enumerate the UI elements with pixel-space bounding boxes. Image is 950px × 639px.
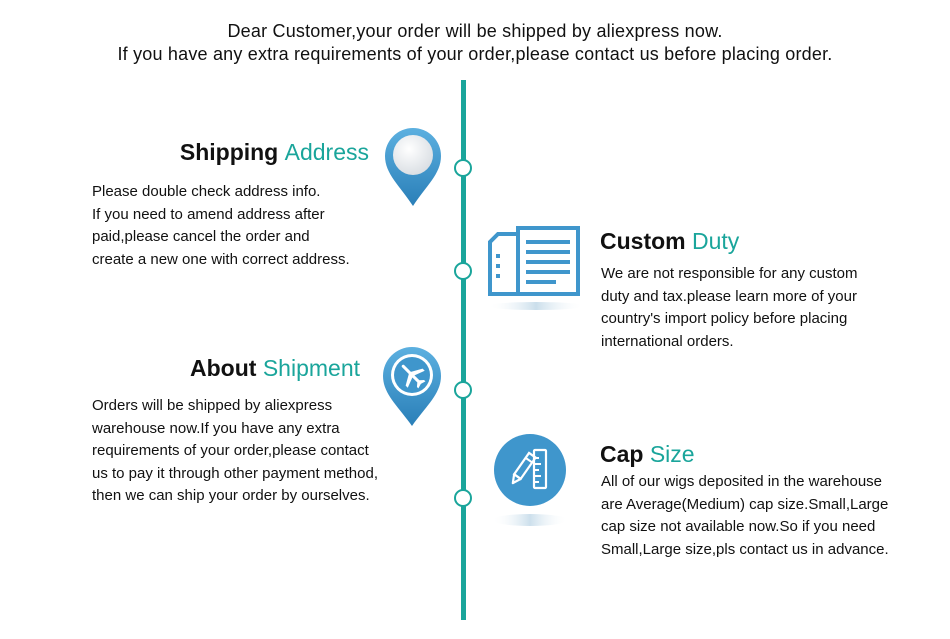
body-line: If you need to amend address after xyxy=(92,205,325,223)
title-accent: Shipment xyxy=(262,355,360,381)
timeline-node-custom-duty xyxy=(454,262,472,280)
body-line: country's import policy before placing xyxy=(601,310,848,327)
body-line: us to pay it through other payment metho… xyxy=(92,464,379,482)
section-title-shipping-address: Shipping Address xyxy=(180,139,369,166)
timeline-node-about-shipment xyxy=(454,381,472,399)
body-line: warehouse now.If you have any extra xyxy=(92,419,340,437)
header-line-2: If you have any extra requirements of yo… xyxy=(117,44,833,64)
timeline-node-shipping-address xyxy=(454,159,472,177)
body-line: All of our wigs deposited in the warehou… xyxy=(601,473,883,490)
body-line: paid,please cancel the order and xyxy=(92,228,310,245)
body-line: cap size not available now.So if you nee… xyxy=(601,518,876,535)
section-title-custom-duty: Custom Duty xyxy=(600,228,739,255)
body-line: then we can ship your order by ourselves… xyxy=(92,487,370,504)
header-line-1: Dear Customer,your order will be shipped… xyxy=(227,21,723,41)
body-line: Orders will be shipped by aliexpress xyxy=(92,397,333,414)
timeline-node-cap-size xyxy=(454,489,472,507)
title-accent: Duty xyxy=(692,228,740,254)
documents-icon xyxy=(488,226,584,310)
section-body-custom-duty: We are not responsible for any custom du… xyxy=(601,263,858,353)
section-body-shipping-address: Please double check address info. If you… xyxy=(92,181,350,271)
title-main: About xyxy=(190,355,257,381)
body-line: Please double check address info. xyxy=(92,183,321,200)
body-line: are Average(Medium) cap size.Small,Large xyxy=(601,495,889,513)
location-pin-icon xyxy=(385,128,441,206)
pencil-ruler-icon xyxy=(492,434,568,526)
title-main: Cap xyxy=(600,441,644,467)
title-accent: Address xyxy=(284,139,369,165)
title-main: Shipping xyxy=(179,139,279,165)
title-accent: Size xyxy=(649,441,695,467)
body-line: requirements of your order,please contac… xyxy=(92,442,369,459)
section-title-cap-size: Cap Size xyxy=(600,441,695,468)
body-line: duty and tax.please learn more of your xyxy=(601,287,857,305)
section-body-cap-size: All of our wigs deposited in the warehou… xyxy=(601,471,889,561)
section-body-about-shipment: Orders will be shipped by aliexpress war… xyxy=(92,395,378,508)
section-title-about-shipment: About Shipment xyxy=(190,355,360,382)
airplane-pin-icon xyxy=(383,347,441,426)
header-notice: Dear Customer,your order will be shipped… xyxy=(0,20,950,66)
title-main: Custom xyxy=(600,228,686,254)
body-line: Small,Large size,pls contact us in advan… xyxy=(601,540,889,558)
body-line: create a new one with correct address. xyxy=(92,250,350,268)
body-line: international orders. xyxy=(601,332,734,350)
body-line: We are not responsible for any custom xyxy=(601,265,858,282)
timeline-line xyxy=(461,80,466,620)
